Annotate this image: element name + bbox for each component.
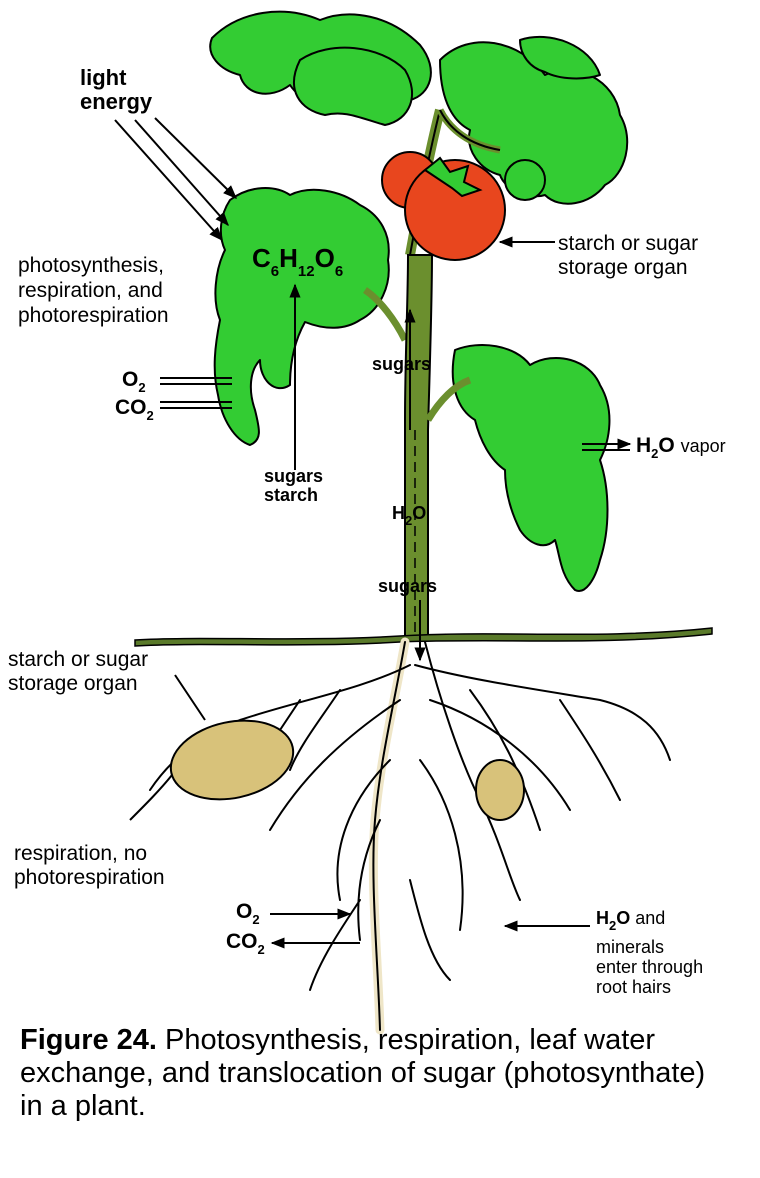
root-hairs-label-line3: enter through xyxy=(596,957,704,977)
root-hairs-label-line4: root hairs xyxy=(596,977,672,997)
leaf-co2-label: CO2 xyxy=(115,396,154,423)
figure-number: Figure 24. xyxy=(20,1024,157,1056)
leaf-o2-label: O2 xyxy=(122,368,146,395)
water-vapor-label: H2O vapor xyxy=(636,434,726,461)
stem-sugars-down-label: sugars xyxy=(378,576,438,596)
photosynthesis-label-line2: respiration, and xyxy=(18,279,163,302)
tubers xyxy=(129,719,525,821)
stem-sugars-up-label: sugars xyxy=(372,354,432,374)
fruit-storage-label-line1: starch or sugar xyxy=(558,232,699,255)
figure-caption: Figure 24. Photosynthesis, respiration, … xyxy=(20,1024,720,1123)
left-leaf xyxy=(213,187,390,446)
light-energy-label-line1: light xyxy=(80,65,127,90)
top-leaves xyxy=(209,10,629,205)
soil-line xyxy=(134,627,713,647)
tuber-storage-label-line1: starch or sugar xyxy=(8,648,149,671)
leaf-starch-label: starch xyxy=(264,485,319,505)
caption-text: Photosynthesis, respiration, leaf water … xyxy=(20,1024,706,1122)
formula-c: C xyxy=(252,243,271,273)
right-leaf-petiole xyxy=(424,376,472,422)
formula-h-sub: 12 xyxy=(297,263,315,280)
arrows xyxy=(114,117,632,949)
root-hairs-label-line1: H2O and xyxy=(596,908,666,933)
light-energy-label-line2: energy xyxy=(80,89,153,114)
leaf-sugars-label: sugars xyxy=(264,466,324,486)
photosynthesis-label-line1: photosynthesis, xyxy=(18,254,164,277)
formula-c-sub: 6 xyxy=(270,263,280,280)
tomatoes xyxy=(381,151,546,261)
formula-h: H xyxy=(279,243,298,273)
root-respiration-label-line1: respiration, no xyxy=(14,842,148,865)
formula-o-sub: 6 xyxy=(334,263,344,280)
roots xyxy=(149,637,671,1035)
root-respiration-label-line2: photorespiration xyxy=(14,866,165,889)
root-o2-label: O2 xyxy=(236,900,260,927)
right-leaf xyxy=(451,344,611,592)
root-hairs-label-line2: minerals xyxy=(596,937,665,957)
root-co2-label: CO2 xyxy=(226,930,265,957)
formula-o: O xyxy=(314,243,335,273)
glucose-formula: C6H12O6 xyxy=(252,244,343,286)
stem-water-label: H2O xyxy=(392,503,427,528)
fruit-storage-label-line2: storage organ xyxy=(558,256,688,279)
tuber-storage-label-line2: storage organ xyxy=(8,672,138,695)
photosynthesis-label-line3: photorespiration xyxy=(18,304,169,327)
left-leaf-petiole xyxy=(362,287,409,342)
